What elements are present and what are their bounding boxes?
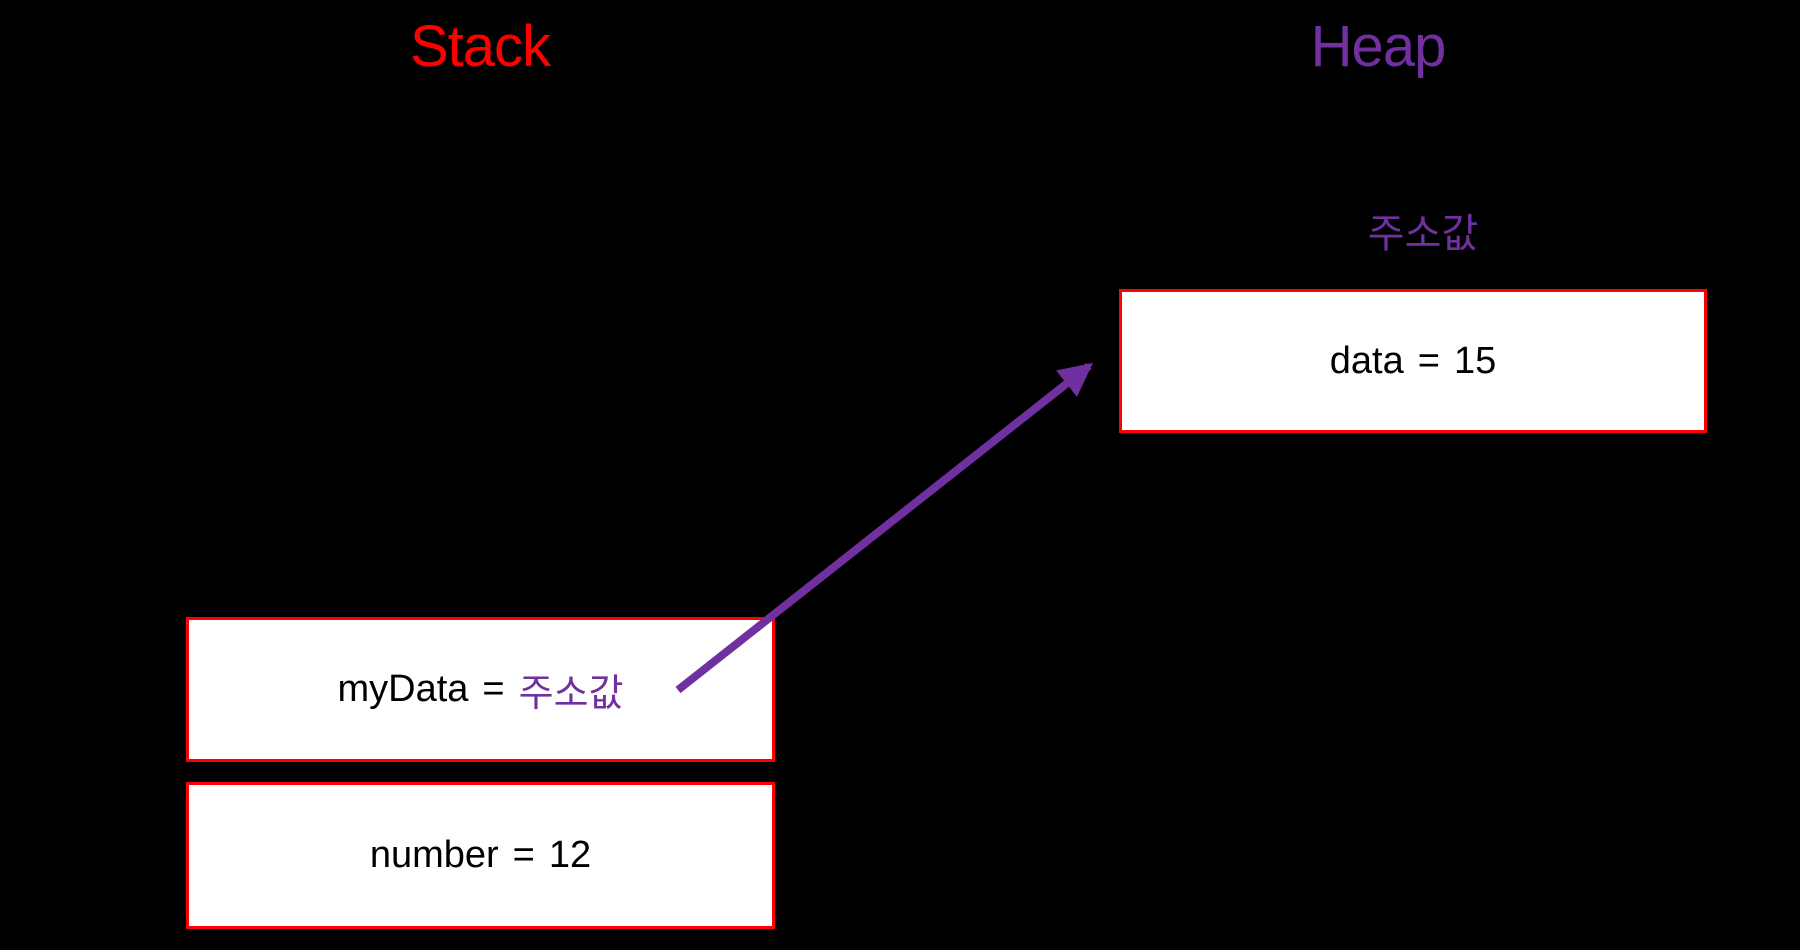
heap-data-box: data = 15 — [1119, 289, 1707, 433]
equals-sign: = — [512, 834, 535, 876]
heap-title: Heap — [1310, 14, 1447, 79]
heap-data-label: data — [1329, 339, 1404, 382]
stack-number-box: number = 12 — [186, 782, 775, 929]
mydata-value: 주소값 — [518, 673, 624, 715]
heap-data-value: 15 — [1453, 339, 1497, 382]
equals-sign: = — [482, 668, 505, 710]
number-label: number — [369, 834, 499, 876]
number-value: 12 — [548, 834, 592, 876]
stack-title: Stack — [409, 14, 551, 79]
stack-mydata-box: myData = 주소값 — [186, 617, 775, 762]
mydata-label: myData — [337, 668, 469, 710]
equals-sign: = — [1417, 339, 1440, 382]
heap-address-label: 주소값 — [1367, 212, 1479, 256]
